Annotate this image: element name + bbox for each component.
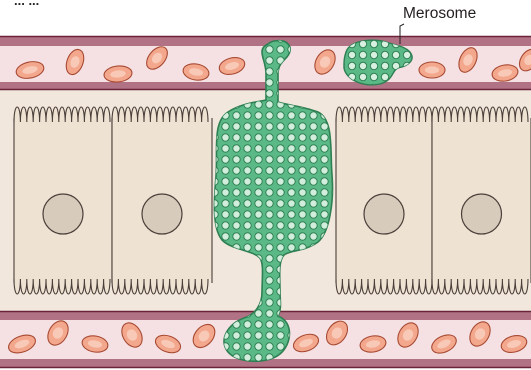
hepatocyte-nucleus	[142, 194, 182, 234]
merosome-label: Merosome	[403, 5, 476, 23]
hepatocyte	[336, 107, 432, 294]
hepatocyte	[432, 107, 531, 294]
hepatocyte	[14, 107, 112, 294]
hepatocyte	[112, 107, 212, 294]
hepatocyte-nucleus	[462, 194, 502, 234]
red-blood-cell	[419, 62, 445, 78]
hepatocyte-nucleus	[364, 194, 404, 234]
hepatocyte-nucleus	[43, 194, 83, 234]
